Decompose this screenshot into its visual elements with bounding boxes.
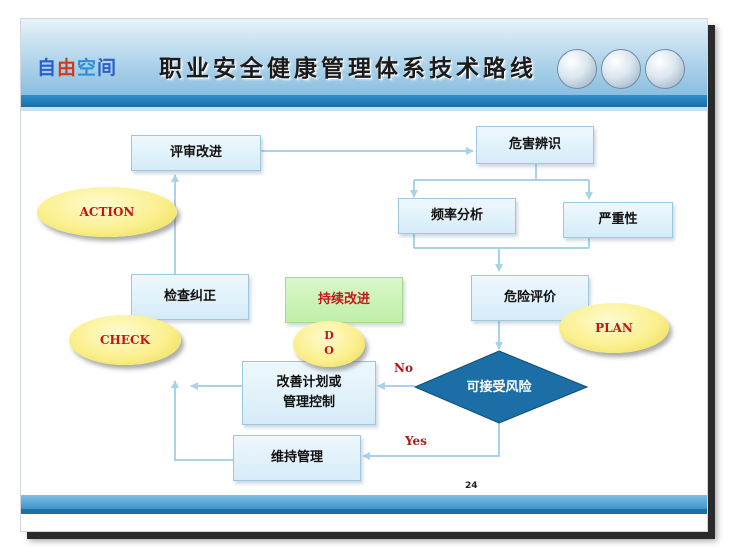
page-title: 职业安全健康管理体系技术路线: [159, 55, 537, 82]
node-frequency-analysis: 频率分析: [398, 198, 516, 234]
node-review-improve: 评审改进: [131, 135, 261, 171]
improvement-plan-line2: 管理控制: [282, 395, 335, 410]
node-improvement-plan: 改善计划或 管理控制: [242, 361, 376, 425]
node-maintain-management: 维持管理: [233, 435, 361, 481]
header-stripe: [21, 95, 707, 107]
logo-char: 自: [37, 57, 58, 79]
logo-char: 由: [57, 57, 78, 79]
cycle-do-ellipse: DO: [293, 321, 365, 367]
logo: 自由空间: [37, 53, 117, 83]
cycle-check-ellipse: CHECK: [69, 315, 181, 365]
footer-bar: [21, 495, 707, 509]
page-number: 24: [465, 481, 478, 491]
crane-bubble-icon: [645, 49, 685, 89]
decision-acceptable-risk: 可接受风险: [466, 380, 532, 395]
flow-connectors: [171, 147, 593, 461]
improvement-plan-line1: 改善计划或: [276, 375, 342, 390]
connector-yes: [362, 423, 500, 460]
cycle-action-ellipse: ACTION: [37, 187, 177, 237]
edge-label-no: No: [394, 361, 413, 375]
node-severity: 严重性: [563, 202, 673, 238]
node-continuous-improvement: 持续改进: [285, 277, 403, 323]
slide: 自由空间 职业安全健康管理体系技术路线: [20, 18, 708, 532]
decision-diamond: [413, 350, 589, 424]
cycle-do-label: DO: [322, 329, 336, 359]
node-hazard-identification: 危害辨识: [476, 126, 594, 164]
logo-char: 空: [77, 57, 98, 79]
footer-bar-dark: [21, 509, 707, 514]
edge-label-yes: Yes: [405, 434, 427, 448]
cycle-plan-ellipse: PLAN: [559, 303, 669, 353]
header-divider: [21, 107, 707, 111]
decoration-bubble-icon: [557, 49, 597, 89]
node-check-correct: 检查纠正: [131, 274, 249, 320]
connector-maintain-up: [171, 380, 233, 461]
tower-bubble-icon: [601, 49, 641, 89]
logo-char: 间: [97, 57, 118, 79]
